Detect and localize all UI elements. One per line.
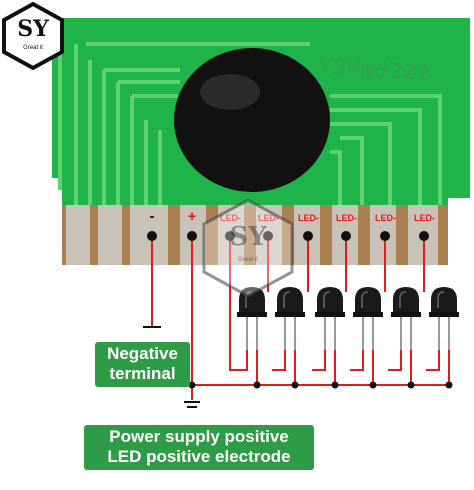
pin-dot	[187, 231, 197, 241]
led-array	[234, 287, 459, 385]
led-highlight	[399, 291, 407, 308]
led-body	[277, 287, 303, 316]
watermark-hexagon	[202, 198, 294, 298]
led-rim	[315, 312, 345, 317]
led-rim	[237, 312, 267, 317]
bus-junction-main	[188, 381, 196, 389]
pin-label: +	[188, 208, 197, 225]
led-wire	[272, 350, 296, 372]
led-rim	[391, 312, 421, 317]
pcb-traces	[58, 40, 442, 205]
bus-junction	[253, 381, 261, 389]
led-wire	[388, 350, 412, 372]
led-highlight	[283, 291, 291, 308]
negative-label-line-2: terminal	[109, 364, 176, 384]
led-body	[355, 287, 381, 316]
epoxy-highlight	[200, 74, 260, 110]
led-wire	[312, 350, 336, 372]
led-rim	[275, 312, 305, 317]
logo-tagline: Great it	[23, 45, 43, 51]
pin-label: LED-	[258, 213, 279, 223]
epoxy-blob	[174, 48, 330, 192]
bus-junction	[369, 381, 377, 389]
pin-dot	[147, 231, 157, 241]
pin-labels: - + LED- LED- LED- LED- LED- LED-	[150, 208, 436, 225]
led	[388, 287, 421, 385]
negative-terminal-label: Negative terminal	[95, 342, 190, 388]
pin-label: LED-	[336, 213, 357, 223]
pin-label: LED-	[375, 213, 396, 223]
led-rim	[429, 312, 459, 317]
ground-symbol-positive	[184, 401, 200, 408]
bus-junction	[407, 381, 415, 389]
logo-letters: SY	[17, 16, 49, 42]
led-highlight	[361, 291, 369, 308]
led	[234, 287, 267, 385]
positive-label-line-1: Power supply positive	[109, 427, 289, 446]
led-body	[431, 287, 457, 316]
pin-dot	[225, 231, 235, 241]
led	[350, 287, 383, 385]
led-wire	[234, 350, 258, 372]
pin-dot	[380, 231, 390, 241]
pin-dot	[303, 231, 313, 241]
led	[312, 287, 345, 385]
negative-label-line-1: Negative	[107, 344, 178, 363]
led-wire	[426, 350, 450, 372]
bus-junction	[291, 381, 299, 389]
positive-label-line-2: LED positive electrode	[107, 447, 291, 467]
pin-dot	[419, 231, 429, 241]
pin-label: LED-	[298, 213, 319, 223]
led-body	[393, 287, 419, 316]
pin-label: LED-	[414, 213, 435, 223]
bus-junctions	[188, 381, 453, 389]
led-highlight	[437, 291, 445, 308]
watermark-tagline: Great it	[238, 257, 258, 263]
pin-label: LED-	[220, 213, 241, 223]
pin-dots	[147, 231, 429, 241]
pin-label: -	[150, 208, 155, 225]
led	[426, 287, 459, 385]
pin-dot	[341, 231, 351, 241]
led-wire	[350, 350, 374, 372]
bus-junction	[445, 381, 453, 389]
led-highlight	[323, 291, 331, 308]
bus-junction	[331, 381, 339, 389]
led	[272, 287, 305, 385]
led-body	[317, 287, 343, 316]
watermark-letters: SY	[229, 222, 267, 252]
logo-hexagon	[2, 1, 64, 71]
positive-supply-label: Power supply positive LED positive elect…	[84, 425, 314, 471]
led-rim	[353, 312, 383, 317]
pin-dot	[263, 231, 273, 241]
